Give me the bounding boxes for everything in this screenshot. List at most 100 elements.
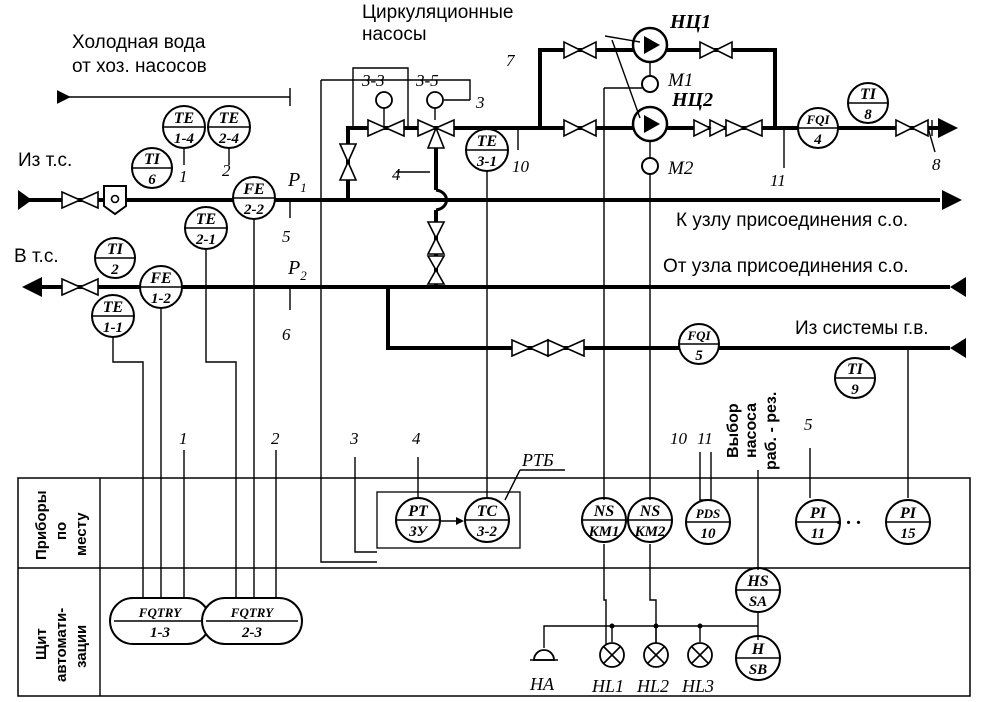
num-10: 10 xyxy=(512,157,530,176)
svg-text:по: по xyxy=(53,522,70,540)
signal-ns2-out xyxy=(649,544,657,648)
signal-pt-up xyxy=(321,79,471,100)
svg-text:2: 2 xyxy=(271,429,280,448)
instrument-fqtry23: FQTRY 2-3 xyxy=(201,597,303,645)
motor-m2 xyxy=(641,157,659,175)
supply-pipe-inlet-arrow xyxy=(18,190,32,210)
instrument-tc: TC 3-2 xyxy=(464,497,510,543)
instrument-pi11-number: 11 xyxy=(811,526,825,542)
instrument-te14: TE1-4 xyxy=(162,105,206,149)
instrument-pi15-number: 15 xyxy=(901,526,917,542)
instrument-pds-number: 10 xyxy=(701,526,717,542)
instrument-ti9-code: TI xyxy=(847,361,864,378)
dhw-return-inlet-arrow xyxy=(950,338,966,358)
valve-pump1-in xyxy=(563,40,597,60)
instrument-pds: PDS 10 xyxy=(685,499,731,545)
cold-water-label-1: Холодная вода xyxy=(72,32,206,53)
valve-dhw-return xyxy=(511,338,585,358)
instrument-hs-number: SA xyxy=(749,594,767,610)
from-ts-label: Из т.с. xyxy=(18,150,72,171)
actuator-3-5 xyxy=(426,91,444,109)
from-heating-label: От узла присоединения с.о. xyxy=(663,256,909,277)
valve-pump2-out xyxy=(725,118,763,138)
instrument-tc-code: TC xyxy=(477,503,498,520)
instrument-ti8-number: 8 xyxy=(864,107,872,123)
p1-label: P1 xyxy=(287,169,307,195)
instrument-fqi5-number: 5 xyxy=(695,348,703,364)
to-heating-label: К узлу присоединения с.о. xyxy=(676,210,908,231)
instrument-ti2-number: 2 xyxy=(110,262,119,278)
signal-ns1-out xyxy=(603,544,607,648)
actuator-3-3 xyxy=(375,91,393,109)
lamp-hl2 xyxy=(643,642,669,668)
instrument-h-number: SB xyxy=(749,662,767,678)
signal-te21 xyxy=(205,250,237,597)
svg-text:Выбор: Выбор xyxy=(725,403,742,458)
instrument-h-code: H xyxy=(751,641,765,658)
valve-3-3 xyxy=(367,118,405,138)
instrument-pt-code: PT xyxy=(407,503,429,520)
instrument-pi15-code: PI xyxy=(899,505,917,522)
num-8: 8 xyxy=(932,155,941,174)
instrument-fe22-number: 2-2 xyxy=(243,202,264,218)
return-pipe-outlet-arrow xyxy=(22,277,42,297)
instrument-fqi4-code: FQI xyxy=(805,112,830,127)
instrument-te21: TE 2-1 xyxy=(184,206,228,250)
svg-text:автомати-: автомати- xyxy=(53,608,70,682)
instrument-te14-code: TE xyxy=(174,110,194,127)
instrument-fqi5-code: FQI xyxy=(686,328,711,343)
instrument-fe12-number: 1-2 xyxy=(151,291,171,307)
instrument-te21-number: 2-1 xyxy=(195,232,216,248)
motor-m1 xyxy=(641,75,659,93)
svg-text:11: 11 xyxy=(697,429,713,448)
dhw-return-pipe xyxy=(386,287,950,350)
alarm-bus xyxy=(543,625,758,648)
instrument-h: H SB xyxy=(735,635,781,681)
svg-text:1: 1 xyxy=(179,429,188,448)
svg-text:месту: месту xyxy=(73,512,90,556)
instrument-pi15: PI 15 xyxy=(885,499,931,545)
instrument-te11-code: TE xyxy=(103,299,123,316)
p2-label: P2 xyxy=(287,257,307,283)
instrument-fqtry13-number: 1-3 xyxy=(150,625,170,641)
valve-mixing-left xyxy=(338,143,358,181)
lamp-hl1 xyxy=(599,642,625,668)
motor2-label: М2 xyxy=(667,158,694,179)
valve-pump2-check xyxy=(693,118,728,138)
instrument-ns2-code: NS xyxy=(639,503,661,520)
svg-text:10: 10 xyxy=(670,429,688,448)
instrument-te31-code: TE xyxy=(477,133,497,150)
dhw-outlet-arrow xyxy=(938,118,958,138)
circ-pumps-label-2: насосы xyxy=(362,24,427,45)
valve-bypass-1 xyxy=(426,221,446,255)
instrument-ns1-number: KM1 xyxy=(588,524,620,540)
instrument-pds-code: PDS xyxy=(696,506,721,521)
instrument-te21-code: TE xyxy=(196,211,216,228)
instrument-fe12-code: FE xyxy=(149,270,171,287)
instrument-fqi5: FQI 5 xyxy=(678,323,720,365)
instrument-ti8: TI 8 xyxy=(847,82,889,124)
instrument-fqtry23-code: FQTRY xyxy=(230,605,274,620)
instrument-te24: TE2-4 xyxy=(207,105,251,149)
pump2-label: НЦ2 xyxy=(671,89,713,111)
instrument-ns1-code: NS xyxy=(593,503,615,520)
instrument-ti2: TI2 xyxy=(94,237,136,279)
num-11: 11 xyxy=(770,171,786,190)
instrument-tc-number: 3-2 xyxy=(476,524,497,540)
instrument-ti8-code: TI xyxy=(860,86,877,103)
num-5: 5 xyxy=(282,227,291,246)
instrument-fe22: FE2-2 xyxy=(232,176,276,220)
cold-water-label-2: от хоз. насосов xyxy=(72,56,207,77)
valve-pump2-in xyxy=(563,118,597,138)
instrument-fqtry13-code: FQTRY xyxy=(138,605,182,620)
bypass-crossover xyxy=(435,188,448,212)
num-6: 6 xyxy=(282,325,291,344)
instrument-fqtry23-number: 2-3 xyxy=(241,625,262,641)
valve-dhw-out xyxy=(895,118,929,138)
supply-pipe-outlet-arrow xyxy=(942,190,962,210)
instrument-te24-number: 2-4 xyxy=(218,131,239,147)
